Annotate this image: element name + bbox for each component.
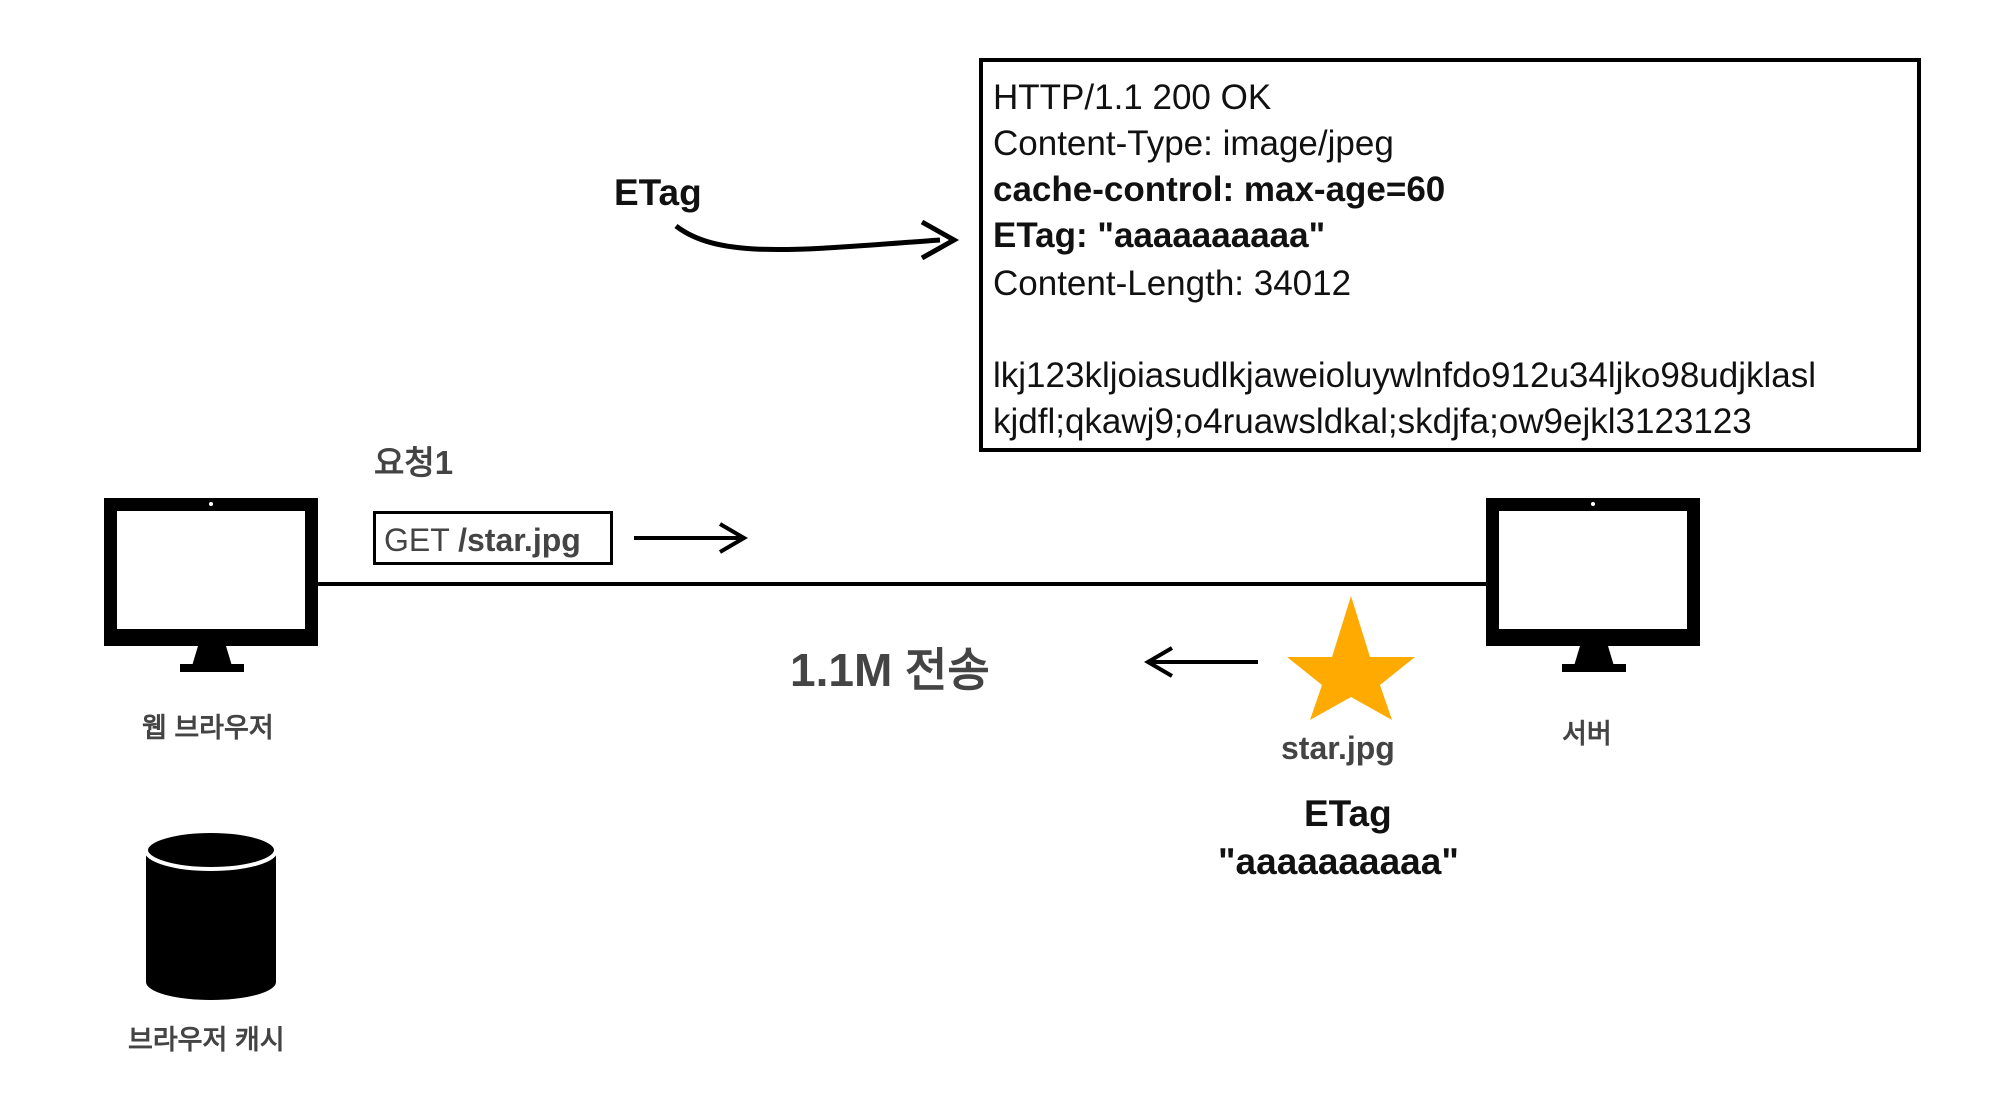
star-icon: [1287, 596, 1415, 720]
request-method: GET: [384, 522, 450, 558]
response-header-content-type: Content-Type: image/jpeg: [993, 124, 1394, 163]
response-header-cache-control: cache-control: max-age=60: [993, 170, 1446, 209]
server-monitor-icon: [1486, 498, 1700, 672]
response-arrow-icon: [1144, 646, 1258, 678]
client-monitor-icon: [104, 498, 318, 672]
server-label: 서버: [1562, 719, 1612, 749]
transfer-label: 1.1M 전송: [790, 644, 990, 696]
request-path: /star.jpg: [458, 522, 581, 558]
resource-etag-title: ETag: [1304, 793, 1392, 834]
database-icon: [144, 829, 278, 1000]
response-header-content-length: Content-Length: 34012: [993, 264, 1352, 303]
request-title: 요청1: [374, 444, 454, 481]
response-status-line: HTTP/1.1 200 OK: [993, 78, 1272, 117]
response-body-line-1: lkj123kljoiasudlkjaweioluywlnfdo912u34lj…: [993, 356, 1817, 395]
request-line: GET /star.jpg: [384, 521, 581, 559]
etag-pointer-arrow-icon: [674, 219, 960, 261]
http-response-box: HTTP/1.1 200 OK Content-Type: image/jpeg…: [979, 58, 1921, 452]
request-box: GET /star.jpg: [373, 511, 613, 565]
etag-pointer-label: ETag: [614, 172, 702, 213]
cache-label: 브라우저 캐시: [128, 1025, 285, 1055]
resource-filename: star.jpg: [1281, 730, 1395, 766]
resource-etag-value: "aaaaaaaaaa": [1218, 841, 1459, 882]
client-label: 웹 브라우저: [142, 713, 274, 743]
response-header-etag: ETag: "aaaaaaaaaa": [993, 216, 1326, 255]
response-body-line-2: kjdfl;qkawj9;o4ruawsldkal;skdjfa;ow9ejkl…: [993, 402, 1752, 441]
request-arrow-icon: [634, 522, 748, 554]
